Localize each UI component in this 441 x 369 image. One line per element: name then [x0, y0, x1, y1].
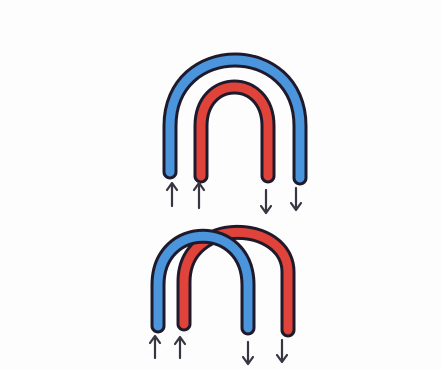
up-arrow-icon — [150, 336, 160, 358]
inner-red-arch — [201, 87, 268, 176]
down-arrow-icon — [261, 190, 271, 213]
down-arrow-icon — [291, 188, 301, 210]
nested-arches-diagram — [167, 60, 301, 213]
down-arrow-icon — [277, 340, 287, 362]
up-arrow-icon — [175, 337, 185, 358]
down-arrow-icon — [243, 342, 253, 364]
up-arrow-icon — [194, 183, 204, 208]
up-arrow-icon — [167, 183, 177, 206]
overlapping-arches-diagram — [150, 232, 288, 364]
outer-blue-arch — [170, 60, 300, 178]
